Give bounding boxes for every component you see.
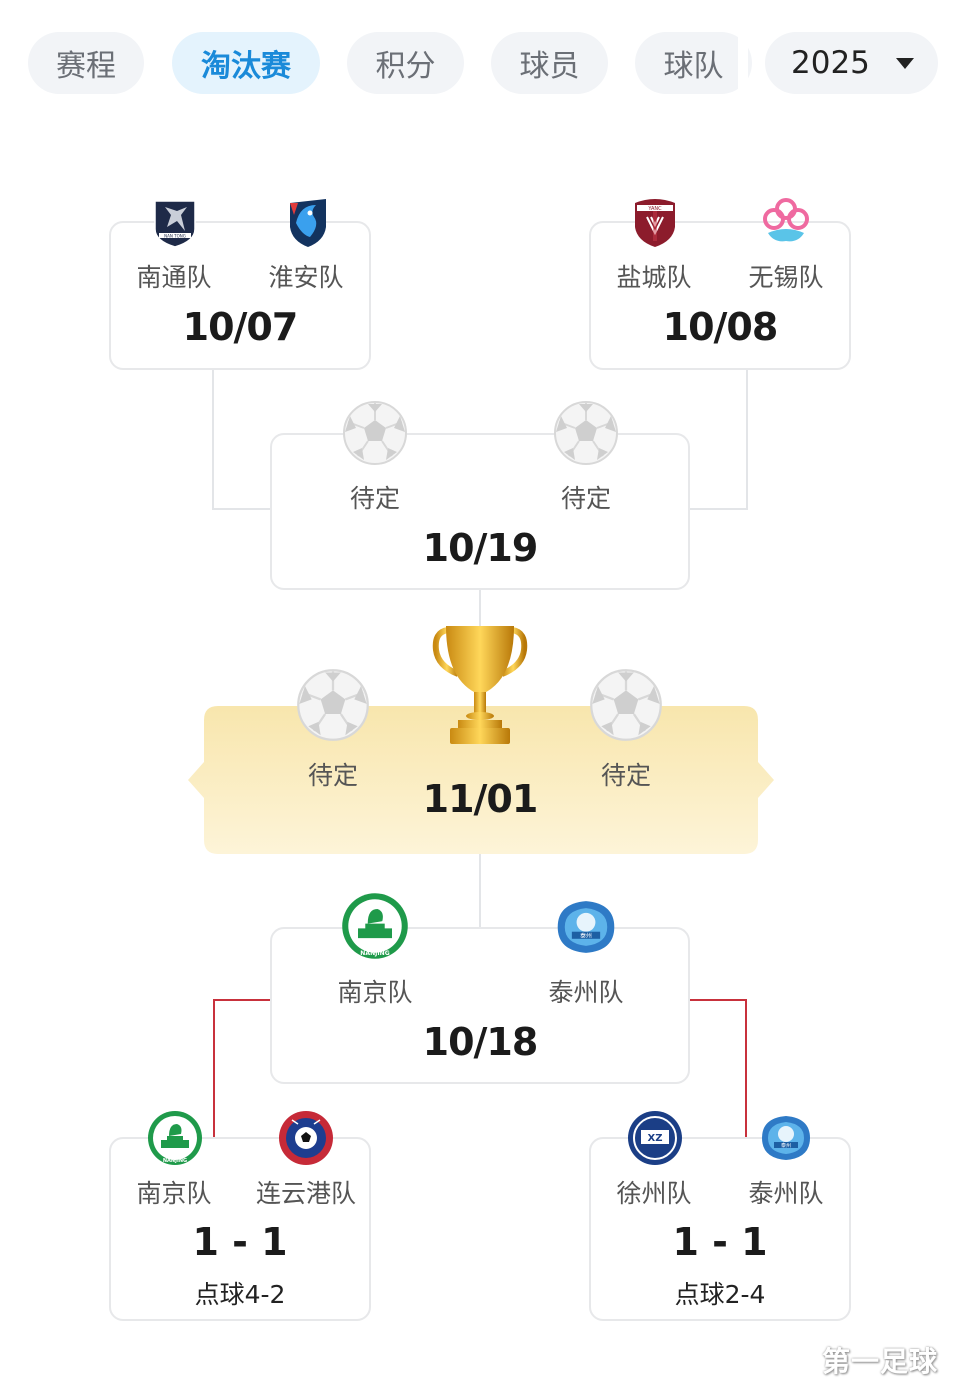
match-score: 1 - 1 [192, 1220, 288, 1264]
caret-down-icon [896, 58, 914, 69]
svg-text:YANC: YANC [647, 206, 662, 212]
xuzhou-logo-icon: XZ [628, 1111, 682, 1165]
team-name: 待定 [349, 484, 400, 513]
taizhou-logo-icon: 泰州 [762, 1116, 810, 1160]
match-date: 10/07 [182, 305, 299, 349]
team-name: 待定 [560, 484, 611, 513]
match-date: 11/01 [422, 777, 539, 821]
placeholder-ball-icon [343, 401, 407, 465]
team-name: 南通队 [136, 263, 212, 292]
nanjing-logo-icon: NANJING [148, 1111, 202, 1165]
match-date: 10/19 [422, 526, 539, 570]
connector-line [688, 508, 748, 510]
tab-scroll-fade [738, 28, 748, 100]
svg-text:泰州: 泰州 [580, 932, 592, 940]
lianyungang-logo-icon [279, 1111, 333, 1165]
winner-path-line [745, 999, 747, 1139]
svg-text:泰州: 泰州 [781, 1142, 791, 1149]
tab-bar: 赛程 淘汰赛 积分 球员 球队 2025 [0, 0, 960, 130]
penalty-result: 点球2-4 [674, 1280, 766, 1309]
match-card-qf-right[interactable] [589, 221, 851, 370]
connector-line [479, 852, 481, 928]
wuxi-logo-icon [763, 198, 809, 242]
yancheng-logo-icon: YANC [635, 199, 675, 247]
match-card-final[interactable] [188, 706, 774, 854]
tab-standings[interactable]: 积分 [347, 32, 464, 94]
penalty-result: 点球4-2 [194, 1280, 286, 1309]
team-name: 待定 [600, 761, 651, 790]
team-name: 连云港队 [255, 1179, 356, 1208]
team-name: 待定 [307, 761, 358, 790]
connector-line [479, 589, 481, 629]
placeholder-ball-icon [590, 669, 662, 741]
team-name: 泰州队 [548, 978, 624, 1007]
team-name: 南京队 [136, 1179, 212, 1208]
team-name: 泰州队 [748, 1179, 824, 1208]
connector-line [212, 368, 214, 510]
year-select[interactable]: 2025 [765, 32, 938, 94]
placeholder-ball-icon [297, 669, 369, 741]
svg-text:NANJING: NANJING [360, 950, 389, 957]
svg-text:NANJING: NANJING [163, 1158, 187, 1164]
team-name: 南京队 [337, 978, 413, 1007]
match-date: 10/18 [422, 1020, 539, 1064]
winner-path-line [213, 999, 271, 1001]
taizhou-logo-icon: 泰州 [557, 901, 615, 953]
match-card-qf-bottom-left[interactable] [109, 1137, 371, 1321]
team-name: 徐州队 [616, 1179, 692, 1208]
nantong-logo-icon: NAN TONG [154, 200, 196, 248]
connector-line [212, 508, 272, 510]
match-card-qf-left[interactable] [109, 221, 371, 370]
year-value: 2025 [791, 45, 870, 81]
nanjing-logo-icon: NANJING [342, 893, 408, 959]
match-card-sf-bottom[interactable] [270, 927, 690, 1084]
match-date: 10/08 [662, 305, 779, 349]
match-card-sf-top[interactable] [270, 433, 690, 590]
svg-text:XZ: XZ [648, 1133, 663, 1144]
svg-text:NAN TONG: NAN TONG [164, 234, 186, 239]
huaian-logo-icon [290, 199, 326, 247]
tab-teams[interactable]: 球队 [635, 32, 752, 94]
team-name: 无锡队 [748, 263, 824, 292]
team-name: 盐城队 [616, 263, 692, 292]
trophy-icon [432, 626, 528, 744]
team-name: 淮安队 [268, 263, 344, 292]
match-card-qf-bottom-right[interactable] [589, 1137, 851, 1321]
connector-line [746, 368, 748, 510]
winner-path-line [689, 999, 747, 1001]
tab-schedule[interactable]: 赛程 [28, 32, 144, 94]
placeholder-ball-icon [554, 401, 618, 465]
winner-path-line [213, 999, 215, 1139]
match-score: 1 - 1 [672, 1220, 768, 1264]
final-banner [188, 706, 774, 854]
watermark: 第一足球 [822, 1345, 939, 1378]
tab-players[interactable]: 球员 [491, 32, 608, 94]
tab-knockout[interactable]: 淘汰赛 [172, 32, 320, 94]
